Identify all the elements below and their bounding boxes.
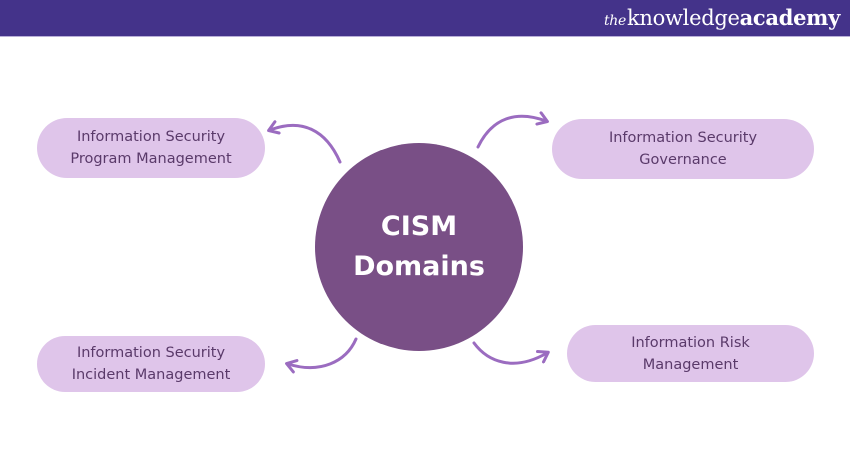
center-title-line1: CISM (380, 211, 458, 242)
header-bar: theknowledgeacademy (0, 0, 850, 37)
center-title-line2: Domains (353, 251, 485, 282)
domain-incident-management: Information Security Incident Management (37, 336, 265, 392)
arrow-to-program-management (267, 120, 342, 164)
domain-label-line1: Information Security (608, 130, 758, 146)
cism-domains-circle: CISM Domains (315, 143, 523, 351)
domain-label-line1: Information Risk (631, 334, 750, 351)
domain-label-line2: Incident Management (71, 367, 231, 383)
domain-label-line1: Information Security (76, 129, 226, 145)
arrow-to-governance (476, 111, 549, 149)
domain-label-line2: Governance (639, 152, 727, 168)
logo-academy: academy (739, 5, 841, 30)
domain-label-line2: Program Management (70, 151, 232, 167)
logo-the: the (603, 13, 626, 29)
domain-label-line2: Management (642, 356, 739, 373)
domain-governance: Information Security Governance (552, 119, 814, 179)
logo-knowledge: knowledge (626, 6, 740, 30)
domain-program-management: Information Security Program Management (37, 118, 265, 178)
brand-logo[interactable]: theknowledgeacademy (604, 5, 840, 30)
domain-risk-management: Information Risk Management (567, 325, 814, 382)
arrow-to-risk-management (472, 341, 550, 365)
domain-label-line1: Information Security (76, 345, 226, 361)
arrow-to-incident-management (285, 337, 358, 374)
